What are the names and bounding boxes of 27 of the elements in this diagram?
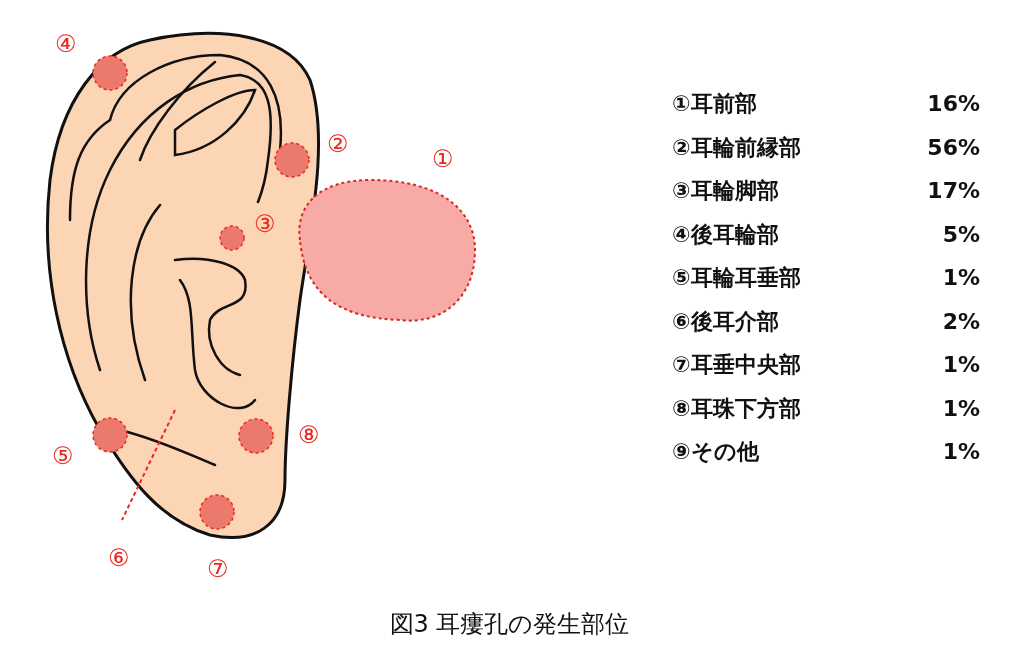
- site-label: ④後耳輪部: [672, 223, 779, 246]
- callout-number: ③: [254, 212, 276, 236]
- callout-number: ①: [432, 147, 454, 171]
- callout-number: ⑧: [298, 423, 320, 447]
- percentage: 16%: [927, 93, 980, 115]
- site-label: ⑨その他: [672, 441, 759, 463]
- percentage: 1%: [942, 441, 980, 463]
- percentage: 56%: [927, 136, 980, 159]
- percentage: 1%: [942, 267, 980, 289]
- site-label: ⑦耳垂中央部: [672, 354, 801, 376]
- callout-number: ⑤: [52, 444, 74, 468]
- site-label: ⑤耳輪耳垂部: [672, 267, 801, 289]
- callout-number: ②: [327, 132, 349, 156]
- callout-number: ⑦: [207, 557, 229, 581]
- site-label: ⑧耳珠下方部: [672, 397, 801, 420]
- percentage: 1%: [942, 354, 980, 376]
- site-label: ②耳輪前縁部: [672, 136, 801, 159]
- callout-number: ④: [55, 32, 77, 56]
- caption: 図3 耳瘻孔の発生部位: [388, 612, 631, 636]
- site-label: ①耳前部: [672, 93, 757, 115]
- percentage: 17%: [927, 180, 980, 202]
- callout-number: ⑥: [108, 546, 130, 570]
- percentage: 2%: [942, 310, 980, 333]
- site-label: ③耳輪脚部: [672, 180, 779, 202]
- percentage: 5%: [942, 223, 980, 246]
- site-label: ⑥後耳介部: [672, 310, 779, 333]
- percentage: 1%: [942, 397, 980, 420]
